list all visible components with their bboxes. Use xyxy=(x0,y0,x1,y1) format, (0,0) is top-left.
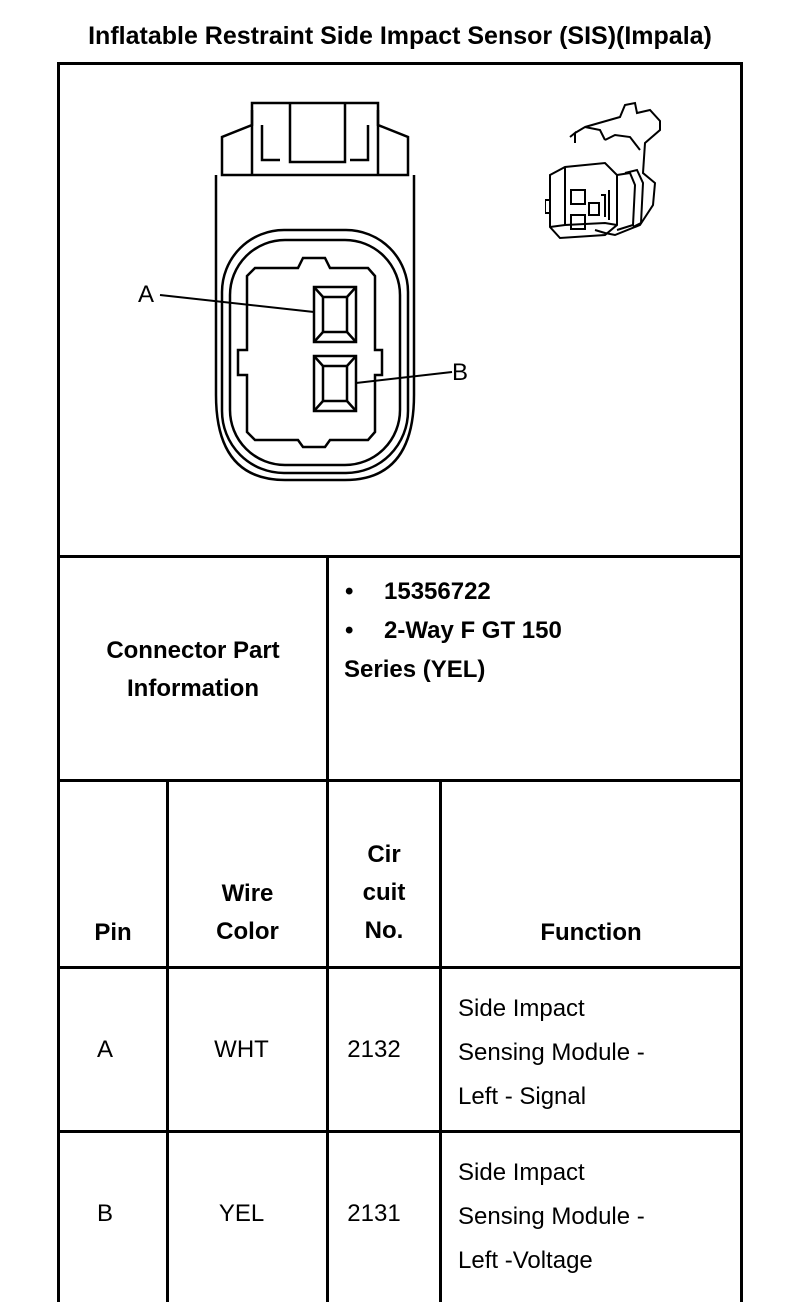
connector-face-diagram: A B xyxy=(138,101,468,482)
bullet-1: • xyxy=(345,578,354,605)
pin-b-label: B xyxy=(452,359,468,386)
connector-description-line2: Series (YEL) xyxy=(344,656,486,683)
header-pin: Pin xyxy=(94,919,132,946)
row-a-wire-color: WHT xyxy=(214,1036,269,1063)
row-b-function: Side Impact Sensing Module - Left -Volta… xyxy=(458,1151,645,1283)
page-title: Inflatable Restraint Side Impact Sensor … xyxy=(88,22,712,50)
divider-header xyxy=(57,966,743,969)
divider-pin-col xyxy=(166,779,169,1302)
header-circuit-line1: Cir xyxy=(367,841,401,868)
connector-info-label-line1: Connector Part xyxy=(106,637,280,664)
divider-diagram xyxy=(57,555,743,558)
divider-info-col xyxy=(326,555,329,1302)
header-circuit-line3: No. xyxy=(364,917,404,944)
connector-info-label-line2: Information xyxy=(127,675,259,702)
header-circuit-line2: cuit xyxy=(362,879,406,906)
divider-connector-info xyxy=(57,779,743,782)
row-a-function: Side Impact Sensing Module - Left - Sign… xyxy=(458,987,645,1119)
pin-a-label: A xyxy=(138,281,154,308)
row-b-pin: B xyxy=(96,1200,113,1227)
connector-info-label: Connector Part Information xyxy=(60,632,326,708)
row-a-function-line3: Left - Signal xyxy=(458,1083,587,1110)
row-b-function-line3: Left -Voltage xyxy=(458,1247,593,1274)
row-b-circuit: 2131 xyxy=(347,1200,401,1227)
header-wire-color: Wire Color xyxy=(169,875,326,951)
connector-isometric-icon xyxy=(545,101,661,240)
row-a-function-line1: Side Impact xyxy=(458,995,585,1022)
bullet-2: • xyxy=(345,617,354,644)
row-b-function-line2: Sensing Module - xyxy=(458,1203,645,1230)
header-function: Function xyxy=(540,919,642,946)
header-circuit: Cir cuit No. xyxy=(329,836,439,950)
row-a-function-line2: Sensing Module - xyxy=(458,1039,645,1066)
row-a-pin: A xyxy=(96,1036,113,1063)
header-wire-color-line2: Color xyxy=(216,918,279,945)
divider-circuit-col xyxy=(439,779,442,1302)
row-a-circuit: 2132 xyxy=(347,1036,401,1063)
header-wire-color-line1: Wire xyxy=(221,880,274,907)
table-frame xyxy=(57,62,743,1302)
connector-description-line1: 2-Way F GT 150 xyxy=(384,617,562,644)
row-b-function-line1: Side Impact xyxy=(458,1159,585,1186)
row-b-wire-color: YEL xyxy=(218,1200,265,1227)
divider-row-a xyxy=(57,1130,743,1133)
part-number: 15356722 xyxy=(384,578,491,605)
